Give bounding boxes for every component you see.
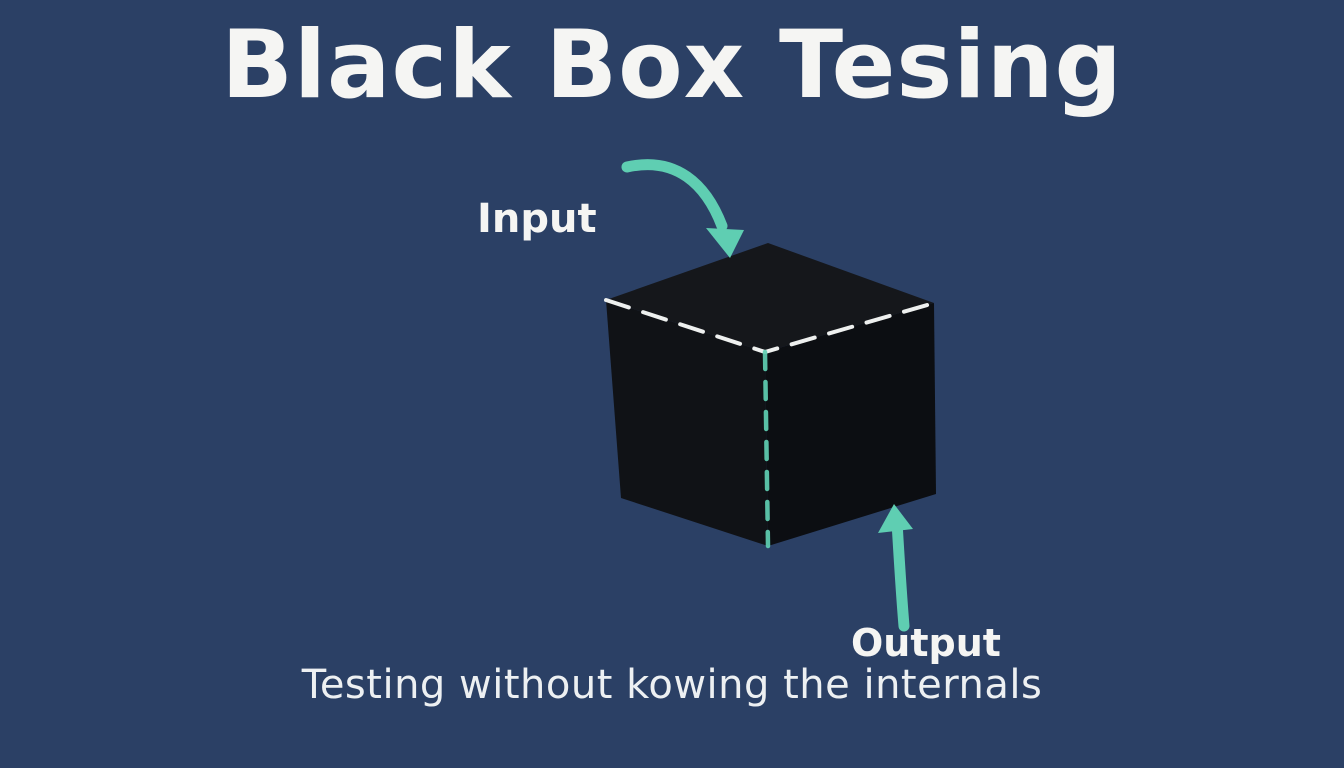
page-title: Black Box Tesing [221, 11, 1123, 120]
cube-right-face [765, 303, 936, 546]
input-arrow-icon [621, 159, 744, 258]
black-box-cube [606, 243, 936, 546]
hidden-front-edge [762, 349, 771, 549]
input-label: Input [477, 196, 597, 242]
cube-left-face [606, 300, 768, 546]
caption: Testing without kowing the internals [301, 662, 1043, 708]
output-arrow-icon [878, 504, 913, 632]
output-label: Output [851, 621, 1001, 665]
